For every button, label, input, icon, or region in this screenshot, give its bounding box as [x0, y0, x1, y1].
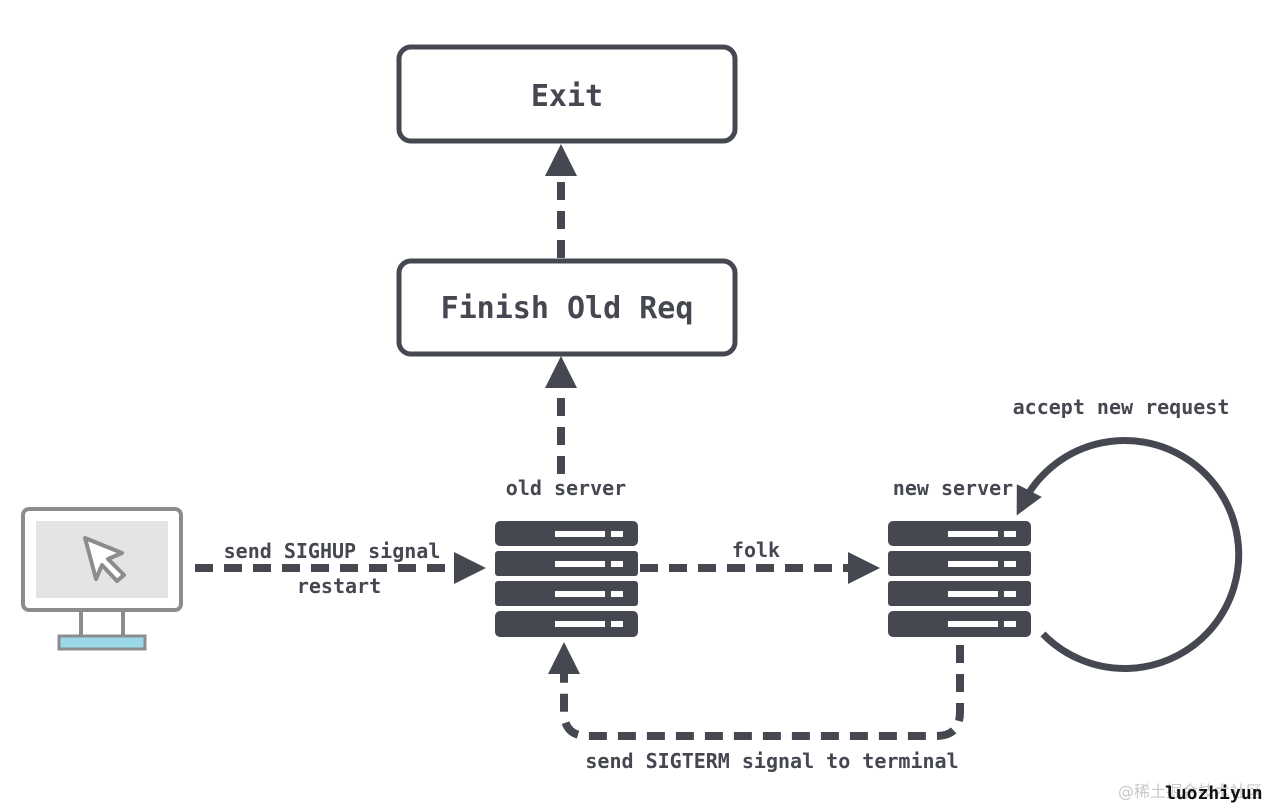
- folk-label: folk: [732, 538, 780, 562]
- author-signature: luozhiyun: [1165, 783, 1263, 804]
- accept-request-label: accept new request: [1013, 395, 1230, 419]
- new-server-label: new server: [893, 476, 1013, 500]
- client-monitor-icon: [21, 507, 183, 651]
- finish-old-req-label: Finish Old Req: [441, 291, 694, 326]
- arrow-new-to-old-server-sigterm: [548, 642, 964, 740]
- exit-label: Exit: [531, 79, 603, 114]
- sighup-label: send SIGHUP signal: [224, 539, 441, 563]
- watermark: @稀土掘金技术社区: [1118, 782, 1262, 801]
- old-server-label: old server: [506, 476, 626, 500]
- accept-request-loop-arrow: [1016, 437, 1243, 672]
- restart-label: restart: [297, 574, 381, 598]
- exit-node: Exit: [396, 44, 738, 144]
- cursor-icon: [83, 536, 126, 583]
- old-server-icon: [495, 521, 638, 637]
- sigterm-label: send SIGTERM signal to terminal: [585, 749, 958, 773]
- new-server-icon: [888, 521, 1031, 637]
- finish-old-req-node: Finish Old Req: [396, 258, 738, 357]
